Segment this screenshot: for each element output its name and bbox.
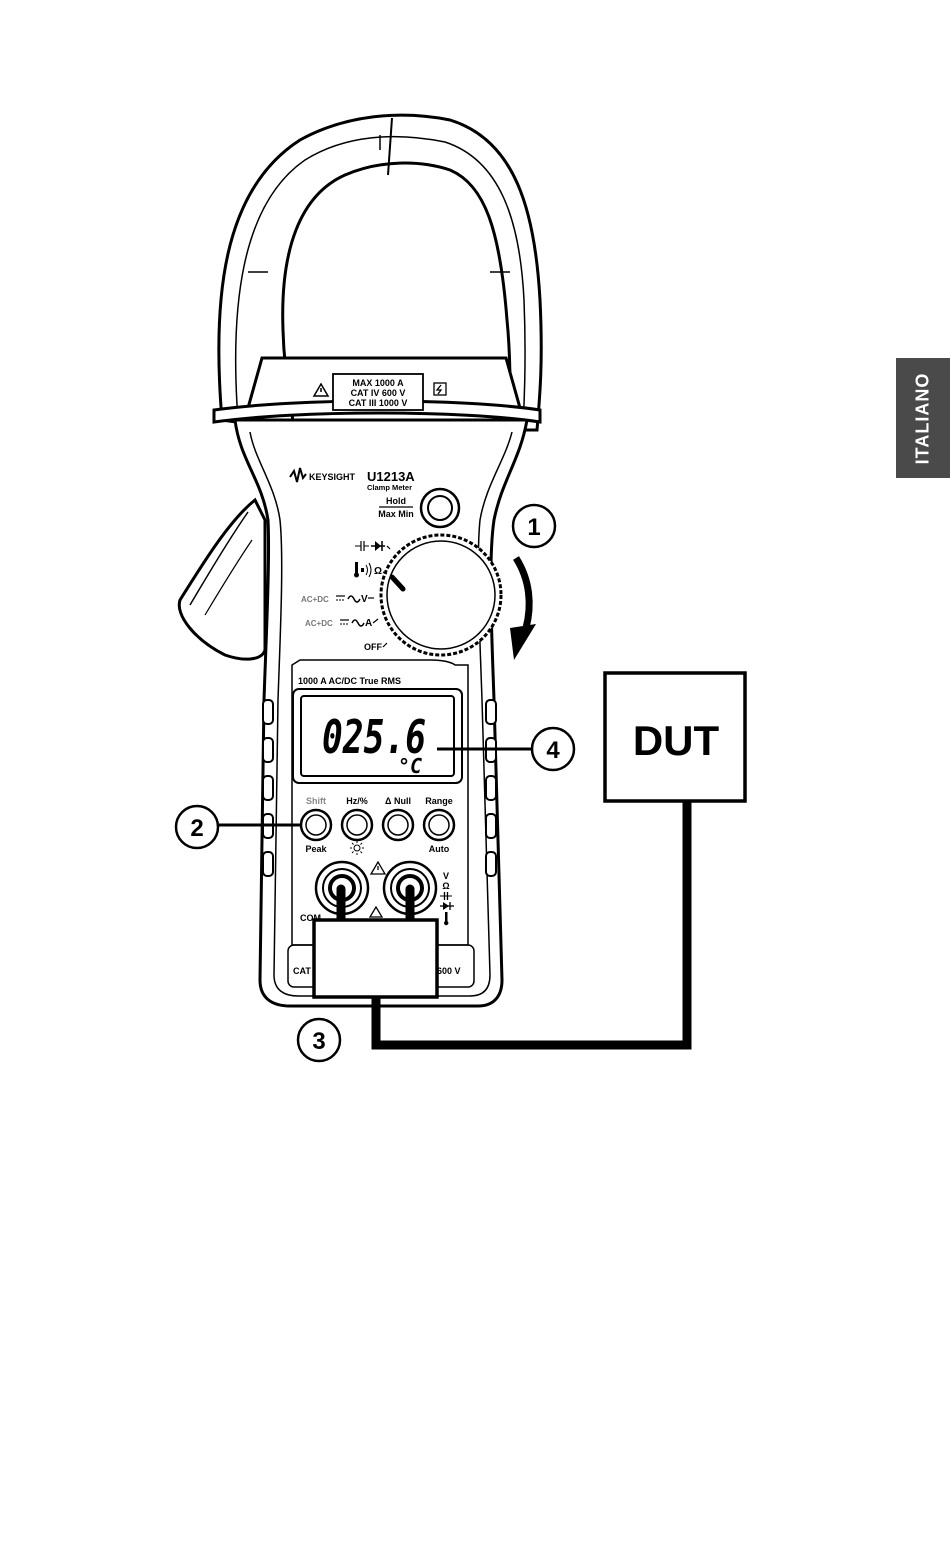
dial-v-label: V [361,594,368,605]
dut-label: DUT [633,717,720,764]
rating-line-2: CAT IV 600 V [351,388,406,398]
jaw-base: MAX 1000 A CAT IV 600 V CAT III 1000 V [214,358,540,422]
dial-acdc-a-label: AC+DC [305,619,333,628]
hold-label: Hold [386,496,406,506]
dial-a-label: A [365,618,372,629]
range-label: Range [425,796,453,806]
shift-label: Shift [306,796,326,806]
dial-off-label: OFF [364,642,382,652]
dial-acdc-v-label: AC+DC [301,595,329,604]
dial-ohm-label: Ω [374,566,382,577]
peak-label: Peak [305,844,327,854]
null-button[interactable] [383,810,413,840]
display-unit: °C [398,754,422,778]
callout-1: 1 [513,505,555,547]
hz-backlight-button[interactable] [342,810,372,840]
model-number: U1213A [367,469,415,484]
shift-peak-button[interactable] [301,810,331,840]
jaw-trigger [179,500,265,659]
callout-3: 3 [298,1019,340,1061]
hz-label: Hz/% [346,796,368,806]
terminal-ohm-label: Ω [442,881,449,891]
callout-4-number: 4 [546,737,560,764]
rotation-arrow-icon [510,558,536,660]
rotary-dial[interactable] [381,535,501,655]
rating-line-3: CAT III 1000 V [349,398,408,408]
null-label: Δ Null [385,796,411,806]
range-auto-button[interactable] [424,810,454,840]
brand-name: KEYSIGHT [309,472,356,482]
auto-label: Auto [429,844,450,854]
model-subtitle: Clamp Meter [367,483,412,492]
terminal-v-label: V [443,871,449,881]
maxmin-label: Max Min [378,509,414,519]
thermocouple-adapter [314,920,437,997]
rating-line-1: MAX 1000 A [352,378,404,388]
cat-right-label: 600 V [437,966,461,976]
cat-left-label: CAT [293,966,311,976]
callout-1-number: 1 [527,514,540,541]
true-rms-label: 1000 A AC/DC True RMS [298,676,401,686]
hold-button[interactable] [421,489,459,527]
callout-2-number: 2 [190,815,203,842]
callout-3-number: 3 [312,1028,325,1055]
